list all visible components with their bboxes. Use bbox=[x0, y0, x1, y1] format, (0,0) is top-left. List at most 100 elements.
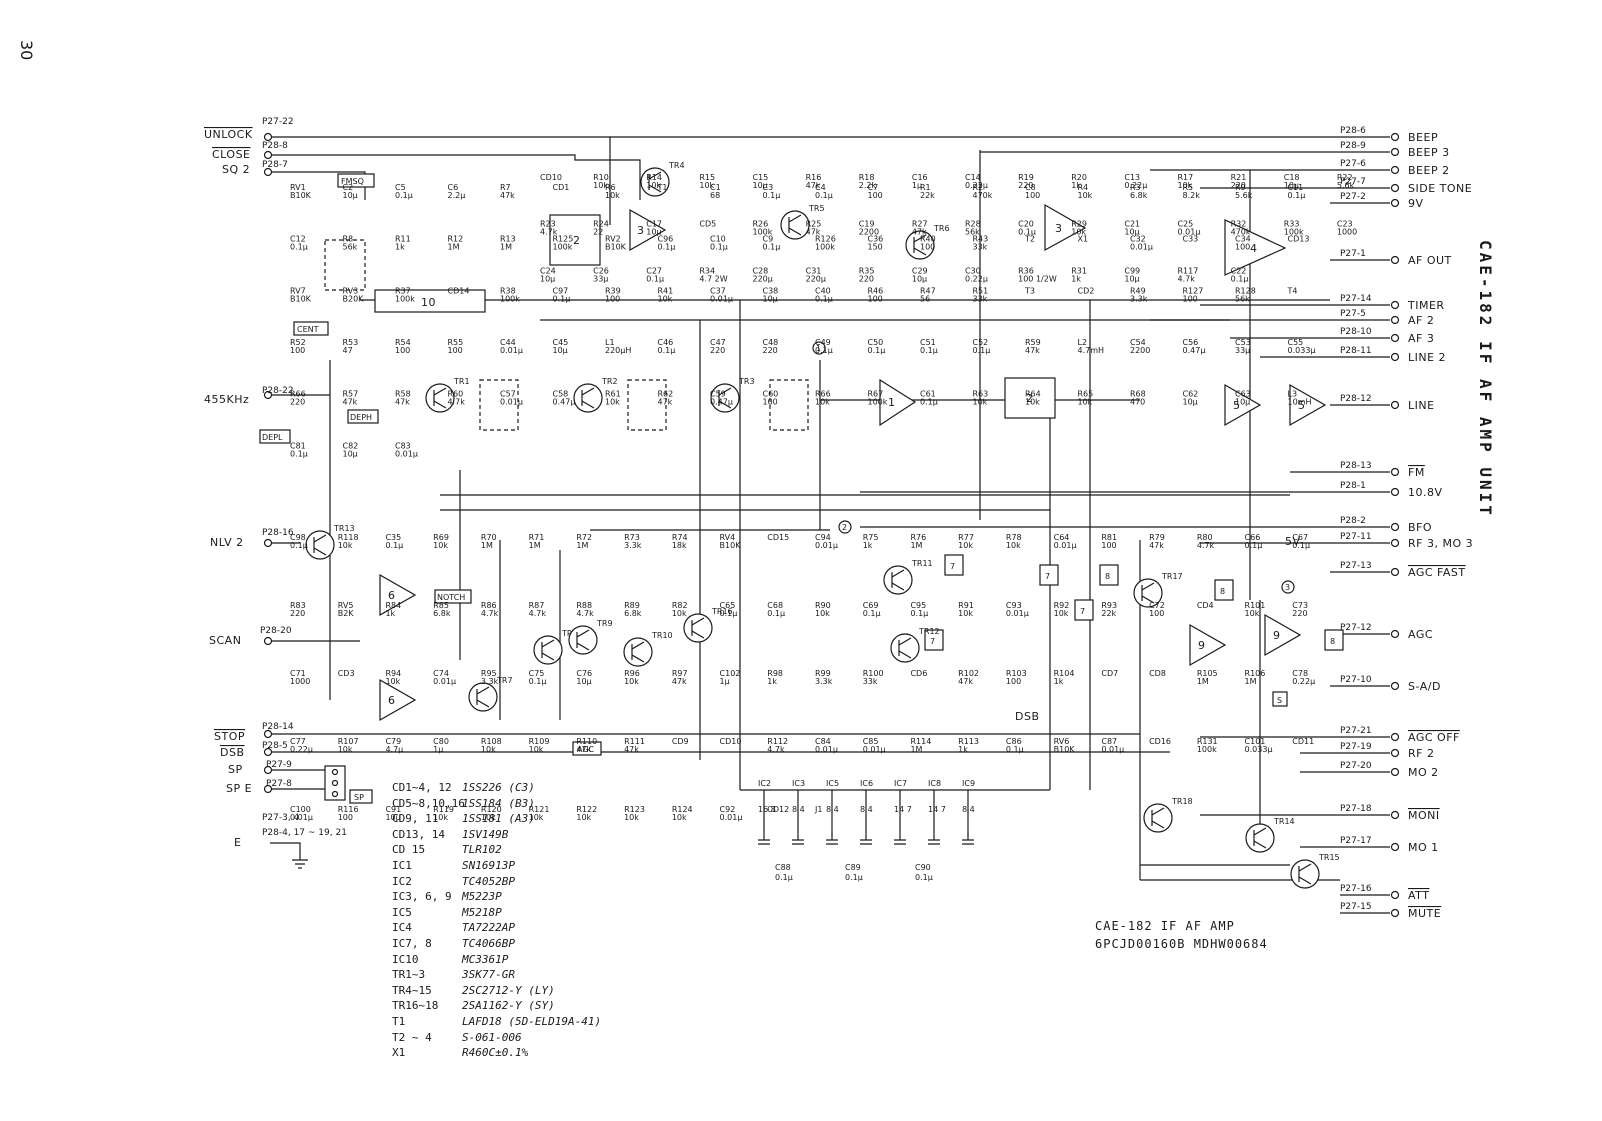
component-value: 100k bbox=[753, 228, 773, 237]
bypass-pins: 16 8 bbox=[758, 805, 776, 814]
part-number: 3SK77-GR bbox=[462, 968, 515, 982]
component-ref: R97 bbox=[672, 669, 688, 678]
component-value: 47k bbox=[1025, 346, 1040, 355]
component-value: 0.01μ bbox=[1178, 228, 1201, 237]
component-value: 4.7mH bbox=[1078, 346, 1105, 355]
right-pin: P27-13 bbox=[1340, 561, 1372, 571]
component-ref: C30 bbox=[965, 266, 981, 275]
right-pin: P28-12 bbox=[1340, 394, 1372, 404]
component-value: 2.2μ bbox=[448, 191, 466, 200]
component-ref: C76 bbox=[576, 669, 592, 678]
component-ref: R68 bbox=[1130, 390, 1146, 399]
component-value: 33μ bbox=[593, 274, 608, 283]
component-ref: CD3 bbox=[338, 669, 355, 678]
component-value: 470k bbox=[1231, 228, 1251, 237]
component-ref: CD2 bbox=[1078, 286, 1095, 295]
test-points: 1 2 3 bbox=[812, 341, 1295, 594]
component-value: 1M bbox=[1245, 677, 1257, 686]
component-value: 100 bbox=[1235, 243, 1250, 252]
component-value: 150 bbox=[868, 243, 883, 252]
component-ref: CD9 bbox=[672, 737, 689, 746]
component-ref: R53 bbox=[343, 338, 359, 347]
transistor-tr10: TR10 bbox=[623, 631, 673, 667]
component-ref: R75 bbox=[863, 533, 879, 542]
bypass-cap-ref: C89 bbox=[845, 863, 861, 872]
component-value: 0.01μ bbox=[720, 813, 743, 822]
component-value: B20K bbox=[343, 294, 365, 303]
component-value: 5.6k bbox=[1337, 181, 1355, 190]
right-signal: AGC OFF bbox=[1408, 731, 1460, 744]
component-value: 220μ bbox=[806, 274, 826, 283]
component-ref: C12 bbox=[290, 235, 306, 244]
component-value: 1k bbox=[385, 609, 395, 618]
component-value: 4.7μ bbox=[385, 745, 403, 754]
component-value: 1μ bbox=[912, 181, 922, 190]
component-ref: R22 bbox=[1337, 173, 1353, 182]
component-value: 10k bbox=[1078, 191, 1093, 200]
ic-label: 5 bbox=[1233, 399, 1241, 412]
component-ref: R16 bbox=[806, 173, 822, 182]
component-value: 100k bbox=[868, 398, 888, 407]
transistor-label: TR18 bbox=[1171, 797, 1193, 806]
component-value: 8.2k bbox=[1183, 191, 1201, 200]
component-value: 0.01μ bbox=[815, 745, 838, 754]
component-value: 0.033μ bbox=[1245, 745, 1273, 754]
component-ref: CD7 bbox=[1101, 669, 1118, 678]
component-value: 3.3k bbox=[481, 677, 499, 686]
component-ref: L3 bbox=[1288, 390, 1298, 399]
component-value: 10k bbox=[529, 745, 544, 754]
component-value: 100k bbox=[1284, 228, 1304, 237]
component-ref: T4 bbox=[1287, 286, 1298, 295]
component-value: 0.22μ bbox=[1124, 181, 1147, 190]
component-value: 6.8k bbox=[624, 609, 642, 618]
ic-5-opamp bbox=[1224, 383, 1262, 427]
component-ref: R59 bbox=[1025, 338, 1041, 347]
component-ref: C51 bbox=[920, 338, 936, 347]
component-value: 1000 bbox=[1337, 228, 1357, 237]
right-signal: AF 3 bbox=[1408, 332, 1434, 345]
bypass-ic: IC7 bbox=[894, 779, 907, 788]
component-value: 100 bbox=[338, 813, 353, 822]
right-signal: RF 3, MO 3 bbox=[1408, 537, 1473, 550]
component-ref: R55 bbox=[448, 338, 464, 347]
component-ref: R41 bbox=[658, 286, 674, 295]
component-ref: R9 bbox=[1235, 183, 1246, 192]
transistor-label: TR12 bbox=[918, 627, 940, 636]
ic-7-a bbox=[944, 554, 964, 576]
right-signal: RF 2 bbox=[1408, 747, 1434, 760]
component-ref: C26 bbox=[593, 266, 609, 275]
component-value: 10μ bbox=[646, 228, 661, 237]
component-ref: J1 bbox=[814, 805, 822, 814]
component-value: 100 1/2W bbox=[1018, 274, 1057, 283]
footer-line-2: 6PCJD00160B MDHW00684 bbox=[1095, 937, 1268, 951]
component-value: 1k bbox=[1071, 274, 1081, 283]
component-value: 10k bbox=[699, 181, 714, 190]
component-ref: T1 bbox=[657, 183, 668, 192]
component-ref: R38 bbox=[500, 286, 516, 295]
component-value: 0.1μ bbox=[1288, 191, 1306, 200]
part-number: TLR102 bbox=[462, 843, 502, 857]
component-value: B10K bbox=[605, 243, 627, 252]
component-ref: C54 bbox=[1130, 338, 1146, 347]
component-value: 10k bbox=[338, 745, 353, 754]
net-label-dsb: DSB bbox=[1015, 710, 1040, 723]
component-ref: R83 bbox=[290, 601, 306, 610]
signal-stop: STOP bbox=[214, 730, 245, 743]
component-value: 3.3k bbox=[624, 541, 642, 550]
component-ref: C75 bbox=[529, 669, 545, 678]
component-value: 47k bbox=[672, 677, 687, 686]
component-ref: C78 bbox=[1292, 669, 1308, 678]
right-pin: P27-19 bbox=[1340, 742, 1372, 752]
component-value: 10μ bbox=[540, 274, 555, 283]
transistor-label: TR8 bbox=[561, 629, 578, 638]
component-ref: R94 bbox=[385, 669, 401, 678]
component-ref: R78 bbox=[1006, 533, 1022, 542]
component-ref: C63 bbox=[1235, 390, 1251, 399]
component-ref: R82 bbox=[672, 601, 688, 610]
component-ref: R86 bbox=[481, 601, 497, 610]
right-signal: BEEP bbox=[1408, 131, 1438, 144]
